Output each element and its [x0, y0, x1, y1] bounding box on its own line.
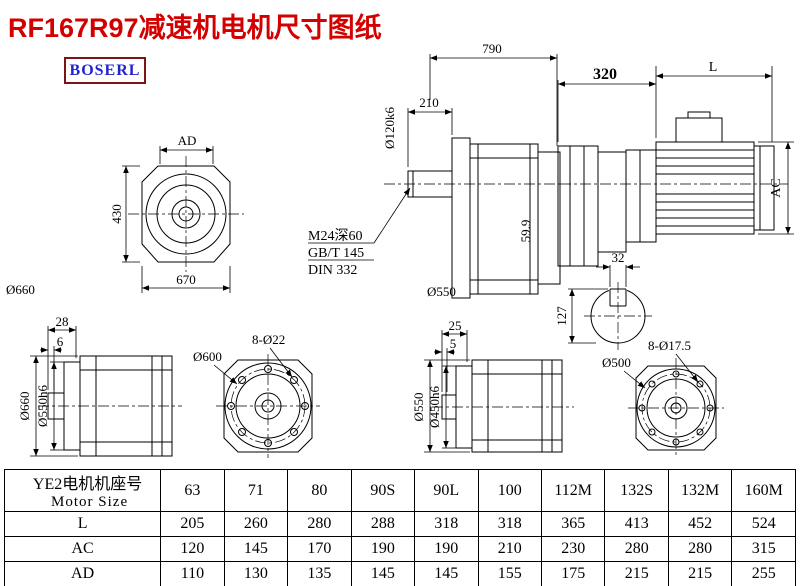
dim-25-label: 25: [449, 318, 462, 333]
dim-8x22-label: 8-Ø22: [252, 332, 285, 347]
dim-28-label: 28: [56, 314, 69, 329]
row-label: AD: [3, 561, 162, 586]
motor-size-table: YE2电机机座号 Motor Size 63 71 80 90S 90L 100…: [3, 469, 796, 586]
dim-6-label: 6: [57, 334, 64, 349]
dim-320-label: 320: [593, 66, 617, 83]
col-header: 160M: [731, 469, 796, 512]
dim-790-label: 790: [482, 41, 502, 56]
dim-500-label: Ø500: [602, 355, 631, 370]
cell: 255: [731, 561, 796, 586]
cell: 452: [667, 511, 733, 537]
table-header-motor-size: YE2电机机座号 Motor Size: [3, 469, 162, 512]
col-header: 90S: [350, 469, 416, 512]
flange-side-view-1: 28 6 Ø660 Ø550h6: [17, 314, 182, 457]
cell: 260: [223, 511, 289, 537]
note-gbt-label: GB/T 145: [308, 246, 364, 261]
col-header: 71: [223, 469, 289, 512]
header-line-cn: YE2电机机座号: [32, 476, 143, 493]
brand-logo: BOSERL: [64, 57, 146, 84]
header-line-en: Motor Size: [51, 494, 129, 510]
cell: 280: [604, 536, 669, 562]
motor-view: 320 L AC: [557, 60, 794, 267]
cell: 145: [414, 561, 479, 586]
dim-430-label: 430: [109, 204, 124, 224]
cell: 135: [287, 561, 352, 586]
col-header: 132M: [667, 469, 733, 512]
page-title: RF167R97减速机电机尺寸图纸: [8, 13, 382, 43]
flange-side-view-2: 25 5 Ø550 Ø450h6: [411, 318, 574, 453]
col-header: 80: [287, 469, 352, 512]
dim-5-label: 5: [450, 336, 457, 351]
cell: 130: [223, 561, 289, 586]
dim-ad-label: AD: [178, 133, 197, 148]
col-header: 112M: [540, 469, 606, 512]
cell: 365: [540, 511, 606, 537]
gearbox-front-view: AD 430 670 Ø660: [6, 133, 244, 297]
row-label: L: [3, 511, 162, 537]
table-header-row: YE2电机机座号 Motor Size 63 71 80 90S 90L 100…: [3, 469, 796, 512]
cell: 280: [667, 536, 733, 562]
table-row-AD: AD 110 130 135 145 145 155 175 215 215 2…: [3, 561, 796, 586]
cell: 318: [414, 511, 479, 537]
cell: 413: [604, 511, 669, 537]
dim-600-label: Ø600: [193, 349, 222, 364]
flange-front-view-1: Ø600 8-Ø22: [193, 332, 320, 458]
dim-210-label: 210: [419, 95, 439, 110]
flange-front-view-2: Ø500 8-Ø17.5: [602, 338, 724, 458]
dim-8x17-label: 8-Ø17.5: [648, 338, 691, 353]
cell: 205: [160, 511, 225, 537]
cell: 145: [223, 536, 289, 562]
cell: 524: [731, 511, 796, 537]
dim-550h6-label: Ø550h6: [35, 385, 50, 427]
dim-127-label: 127: [554, 306, 569, 326]
cell: 215: [667, 561, 733, 586]
drawing-canvas: AD 430 670 Ø660 790: [6, 41, 794, 458]
cell: 170: [287, 536, 352, 562]
dim-450h6-label: Ø450h6: [427, 386, 442, 428]
col-header: 90L: [414, 469, 479, 512]
cell: 120: [160, 536, 225, 562]
cell: 215: [604, 561, 669, 586]
dim-660-flange-label: Ø660: [17, 392, 32, 421]
cell: 230: [540, 536, 606, 562]
cell: 280: [287, 511, 352, 537]
dim-599-label: 59.9: [518, 220, 533, 243]
cell: 145: [350, 561, 416, 586]
col-header: 100: [477, 469, 542, 512]
cell: 110: [160, 561, 225, 586]
dim-550-main-label: Ø550: [427, 284, 456, 299]
dim-AC-label: AC: [769, 178, 784, 197]
cell: 210: [477, 536, 542, 562]
gearbox-side-view: 790 210 Ø120k6 M24深60 GB/T 145 DIN 332 5…: [308, 41, 561, 299]
dim-550-flange-label: Ø550: [411, 393, 426, 422]
cell: 190: [414, 536, 479, 562]
note-din-label: DIN 332: [308, 263, 357, 278]
cell: 190: [350, 536, 416, 562]
cell: 315: [731, 536, 796, 562]
dim-660-label: Ø660: [6, 282, 35, 297]
col-header: 63: [160, 469, 225, 512]
row-label: AC: [3, 536, 162, 562]
cell: 318: [477, 511, 542, 537]
cell: 288: [350, 511, 416, 537]
shaft-section-view: 32 127: [554, 250, 652, 350]
col-header: 132S: [604, 469, 669, 512]
note-m24-label: M24深60: [308, 228, 362, 244]
dim-shaft-dia-label: Ø120k6: [382, 107, 397, 149]
dim-32-label: 32: [612, 250, 625, 265]
cell: 175: [540, 561, 606, 586]
cell: 155: [477, 561, 542, 586]
dim-L-label: L: [709, 60, 718, 75]
table-row-L: L 205 260 280 288 318 318 365 413 452 52…: [3, 511, 796, 537]
table-row-AC: AC 120 145 170 190 190 210 230 280 280 3…: [3, 536, 796, 562]
dim-670-label: 670: [176, 272, 196, 287]
